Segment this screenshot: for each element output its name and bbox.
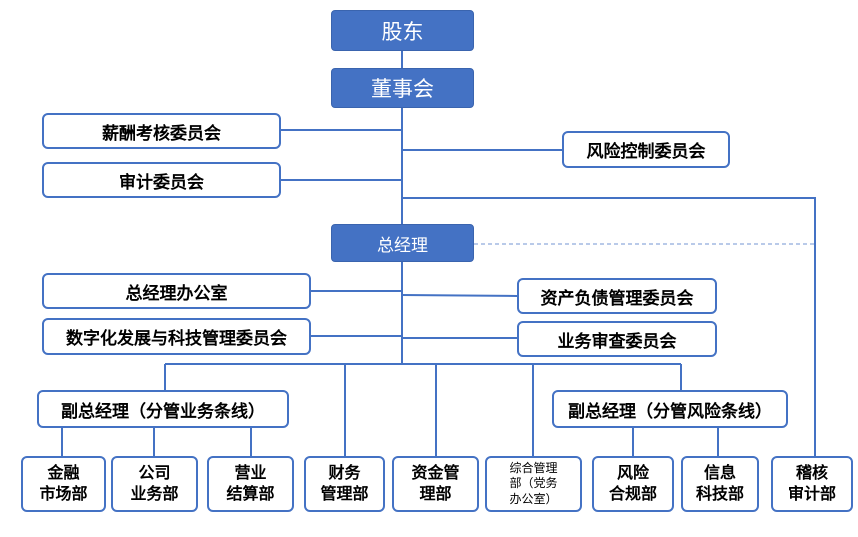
dept-operations-settlement-line1: 营业 bbox=[234, 463, 267, 483]
node-business-review-committee: 业务审查委员会 bbox=[517, 321, 717, 357]
dept-operations-settlement: 营业结算部 bbox=[207, 456, 294, 512]
dept-treasury-line2: 理部 bbox=[419, 484, 452, 503]
node-compensation-committee: 薪酬考核委员会 bbox=[42, 113, 281, 149]
dept-financial-markets-line2: 市场部 bbox=[39, 484, 88, 503]
node-board: 董事会 bbox=[331, 68, 474, 108]
dept-treasury: 资金管理部 bbox=[392, 456, 479, 512]
dept-general-affairs-line1: 综合管理 bbox=[509, 460, 558, 475]
node-general-manager: 总经理 bbox=[331, 224, 474, 262]
dept-audit-line1: 稽核 bbox=[795, 463, 828, 483]
dept-treasury-line1: 资金管 bbox=[411, 463, 460, 483]
dept-risk-compliance-line1: 风险 bbox=[616, 463, 649, 483]
dept-finance-line1: 财务 bbox=[328, 463, 361, 483]
dept-audit-line2: 审计部 bbox=[787, 484, 836, 503]
dept-general-affairs-line3: 办公室） bbox=[509, 491, 558, 506]
dept-financial-markets-line1: 金融 bbox=[47, 463, 80, 483]
dept-information-tech-line2: 科技部 bbox=[695, 484, 744, 503]
node-deputy-gm-risk: 副总经理（分管风险条线） bbox=[552, 390, 788, 428]
node-shareholders: 股东 bbox=[331, 10, 474, 51]
dept-information-tech: 信息科技部 bbox=[681, 456, 759, 512]
node-deputy-gm-business: 副总经理（分管业务条线） bbox=[37, 390, 289, 428]
dept-finance-line2: 管理部 bbox=[320, 484, 369, 503]
dept-general-affairs: 综合管理部（党务办公室） bbox=[485, 456, 582, 512]
node-alm-committee: 资产负债管理委员会 bbox=[517, 278, 717, 314]
dept-audit: 稽核审计部 bbox=[771, 456, 853, 512]
dept-finance: 财务管理部 bbox=[304, 456, 385, 512]
dept-corporate-business-line2: 业务部 bbox=[130, 484, 179, 503]
dept-information-tech-line1: 信息 bbox=[703, 463, 736, 483]
dept-risk-compliance: 风险合规部 bbox=[592, 456, 674, 512]
dept-financial-markets: 金融市场部 bbox=[21, 456, 106, 512]
node-audit-committee: 审计委员会 bbox=[42, 162, 281, 198]
node-risk-control-committee: 风险控制委员会 bbox=[562, 131, 730, 168]
node-gm-office: 总经理办公室 bbox=[42, 273, 311, 309]
dept-corporate-business: 公司业务部 bbox=[111, 456, 198, 512]
dept-risk-compliance-line2: 合规部 bbox=[608, 484, 657, 503]
dept-corporate-business-line1: 公司 bbox=[138, 463, 171, 483]
dept-operations-settlement-line2: 结算部 bbox=[226, 484, 275, 503]
dept-general-affairs-line2: 部（党务 bbox=[509, 476, 558, 491]
node-digital-tech-committee: 数字化发展与科技管理委员会 bbox=[42, 318, 311, 355]
